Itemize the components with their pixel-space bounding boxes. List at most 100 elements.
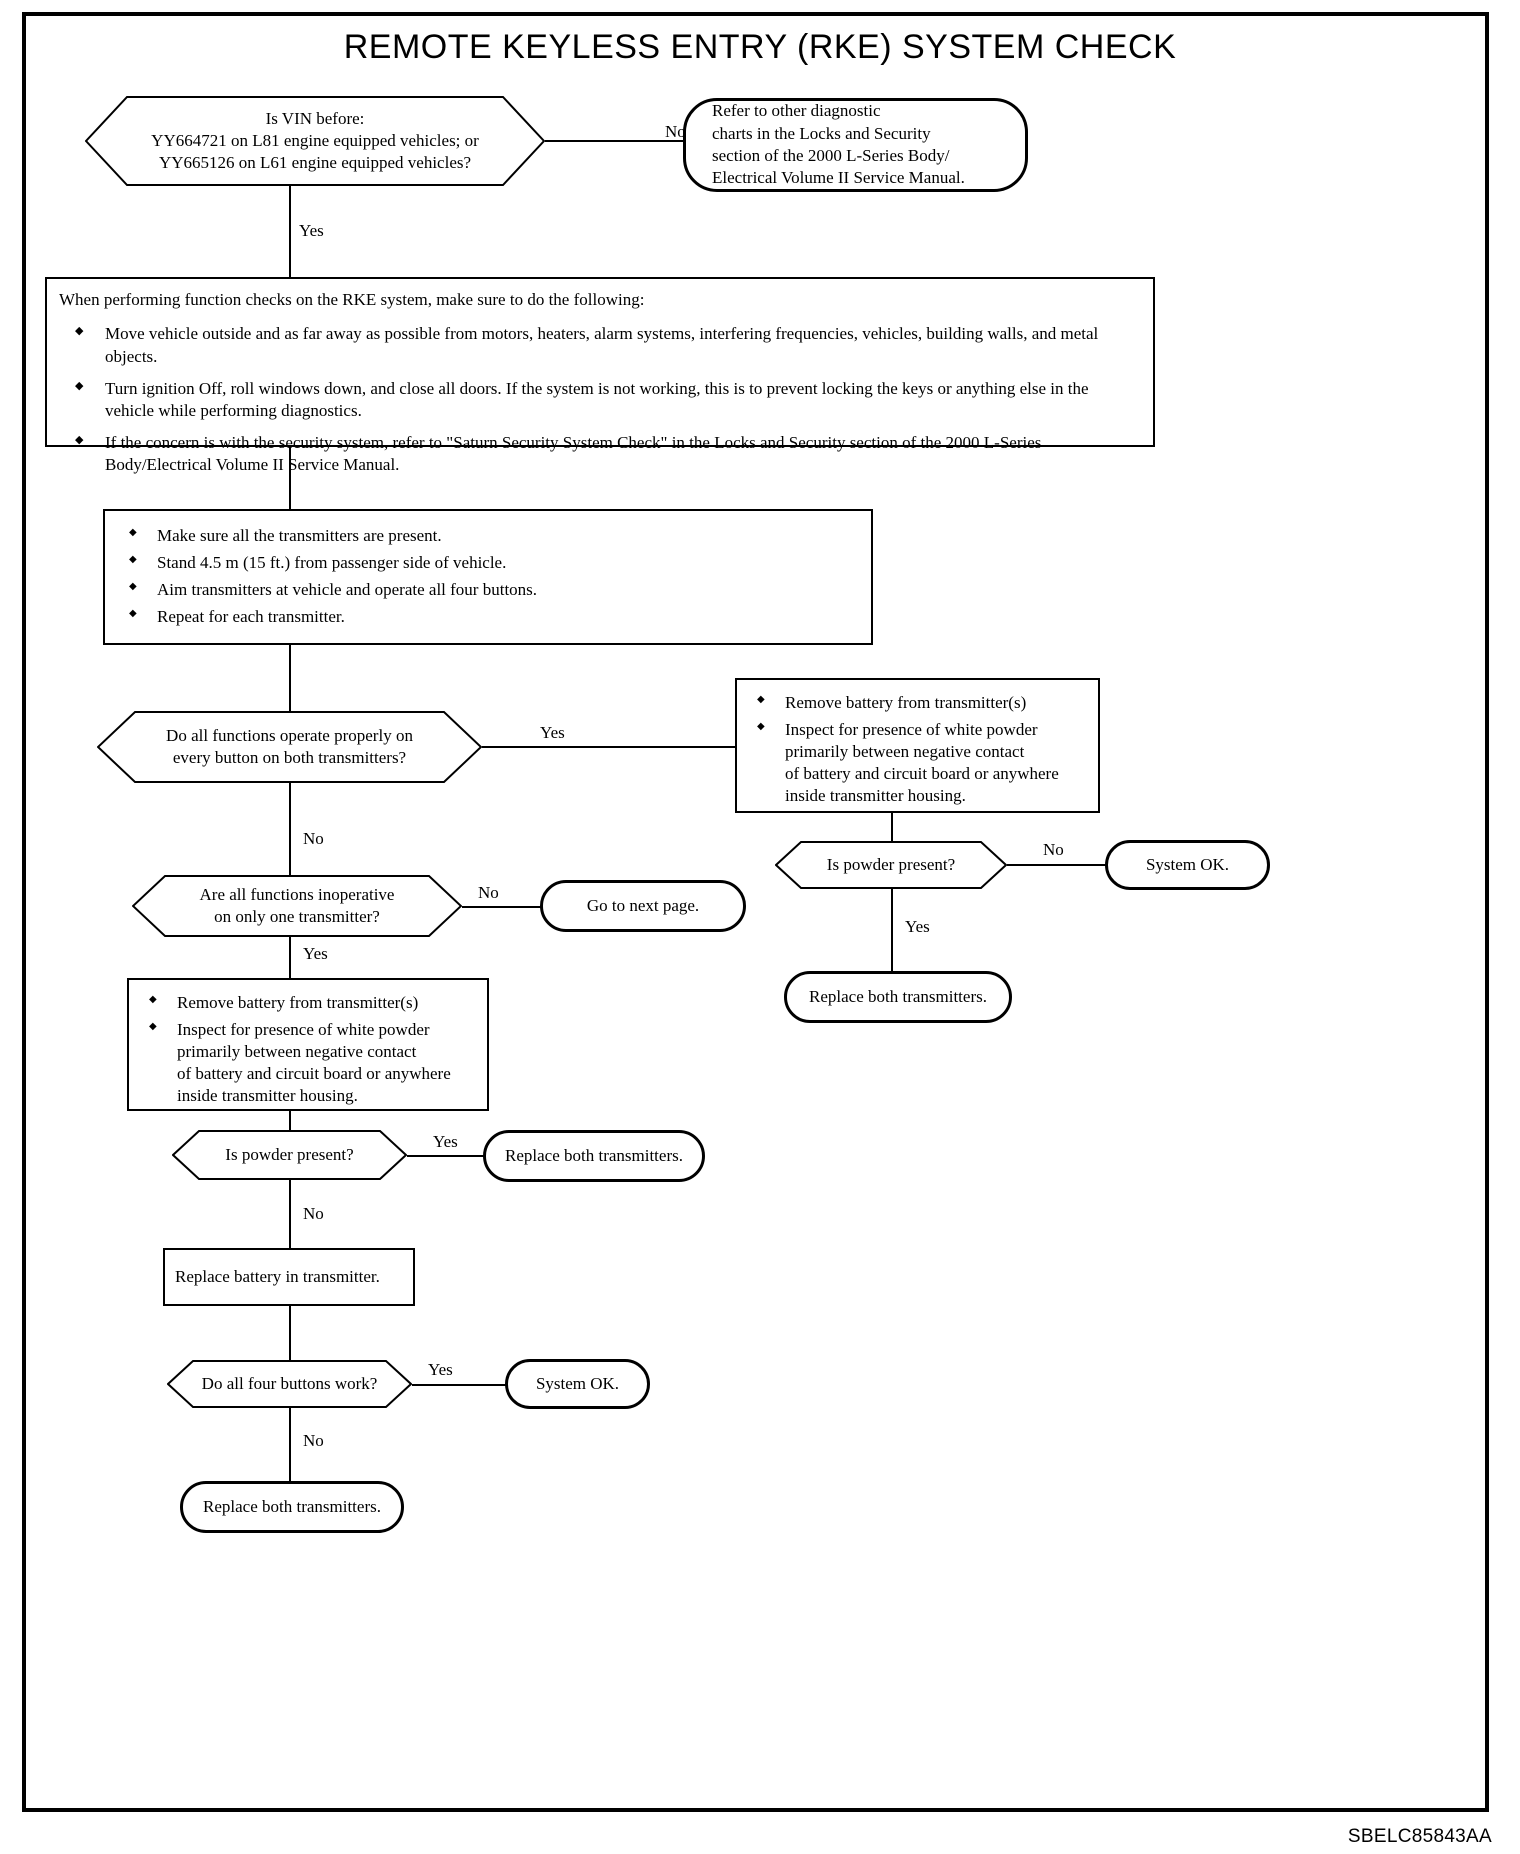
edge-allfunctions-no xyxy=(289,783,291,875)
inspect-right-b2-l3: of battery and circuit board or anywhere xyxy=(785,764,1059,784)
edge-vin-no xyxy=(545,140,685,142)
decision-powder-left-text: Is powder present? xyxy=(225,1145,354,1165)
edge-fourbuttons-no xyxy=(289,1408,291,1481)
go-next-page-text: Go to next page. xyxy=(586,895,700,915)
refer-line1: Refer to other diagnostic xyxy=(712,101,881,121)
edge-label-fourbuttons-yes: Yes xyxy=(425,1361,456,1378)
refer-line4: Electrical Volume II Service Manual. xyxy=(712,168,965,188)
test-procedure-bullet: Stand 4.5 m (15 ft.) from passenger side… xyxy=(117,552,859,574)
decision-all-functions-text: Do all functions operate properly on eve… xyxy=(156,725,423,769)
terminator-refer-text: Refer to other diagnostic charts in the … xyxy=(712,100,965,190)
footer-document-code: SBELC85843AA xyxy=(1347,1826,1492,1847)
edge-label-inoperative-yes: Yes xyxy=(300,945,331,962)
edge-powderleft-yes xyxy=(407,1155,485,1157)
edge-label-fourbuttons-no: No xyxy=(300,1432,327,1449)
page-border xyxy=(22,12,1489,1812)
test-procedure-bullet: Repeat for each transmitter. xyxy=(117,606,859,628)
decision-vin-line3: YY665126 on L61 engine equipped vehicles… xyxy=(158,152,472,172)
decision-four-buttons[interactable]: Do all four buttons work? xyxy=(167,1360,412,1408)
edge-label-powderright-yes: Yes xyxy=(902,918,933,935)
terminator-refer-other-charts[interactable]: Refer to other diagnostic charts in the … xyxy=(683,98,1028,192)
edge-battery-to-fourbuttons xyxy=(289,1306,291,1360)
process-precautions[interactable]: When performing function checks on the R… xyxy=(45,277,1155,474)
inspect-right-bullet: Remove battery from transmitter(s) xyxy=(745,692,1090,714)
precautions-bullet: If the concern is with the security syst… xyxy=(59,432,1141,476)
edge-label-powderleft-no: No xyxy=(300,1205,327,1222)
decision-inoperative[interactable]: Are all functions inoperative on only on… xyxy=(132,875,462,937)
inspect-right-bullet-list: Remove battery from transmitter(s) Inspe… xyxy=(745,692,1090,807)
test-procedure-bullet: Make sure all the transmitters are prese… xyxy=(117,525,859,547)
edge-vin-yes xyxy=(289,186,291,278)
edge-powderright-no xyxy=(1007,864,1107,866)
hexagon-shape xyxy=(172,1130,407,1180)
decision-inoperative-text: Are all functions inoperative on only on… xyxy=(190,884,405,928)
replace-both-right-text: Replace both transmitters. xyxy=(809,986,987,1006)
edge-inoperative-no xyxy=(462,906,542,908)
decision-powder-right[interactable]: Is powder present? xyxy=(775,841,1007,889)
terminator-replace-both-right[interactable]: Replace both transmitters. xyxy=(784,971,1012,1023)
decision-powder-right-text: Is powder present? xyxy=(826,855,956,875)
edge-label-powderright-no: No xyxy=(1040,841,1067,858)
edge-label-allfunctions-no: No xyxy=(300,830,327,847)
inspect-right-bullet: Inspect for presence of white powder pri… xyxy=(745,719,1090,807)
decision-vin[interactable]: Is VIN before: YY664721 on L81 engine eq… xyxy=(85,96,545,186)
refer-line3: section of the 2000 L-Series Body/ xyxy=(712,146,950,165)
edge-powderright-yes xyxy=(891,889,893,971)
decision-all-functions[interactable]: Do all functions operate properly on eve… xyxy=(97,711,482,783)
inspect-right-b2-l1: Inspect for presence of white powder xyxy=(785,720,1038,740)
inspect-left-b2-l2: primarily between negative contact xyxy=(177,1042,417,1062)
terminator-replace-both-mid[interactable]: Replace both transmitters. xyxy=(483,1130,705,1182)
replace-battery-text: Replace battery in transmitter. xyxy=(175,1266,380,1286)
inoperative-line1: Are all functions inoperative xyxy=(199,885,395,905)
system-ok-bottom-text: System OK. xyxy=(535,1373,620,1393)
process-replace-battery[interactable]: Replace battery in transmitter. xyxy=(163,1248,415,1306)
decision-four-buttons-text: Do all four buttons work? xyxy=(201,1374,378,1394)
page-title: REMOTE KEYLESS ENTRY (RKE) SYSTEM CHECK xyxy=(343,28,1177,66)
terminator-system-ok-bottom[interactable]: System OK. xyxy=(505,1359,650,1409)
replace-both-mid-text: Replace both transmitters. xyxy=(505,1145,683,1165)
precautions-bullet-list: Move vehicle outside and as far away as … xyxy=(59,323,1141,476)
terminator-go-next-page[interactable]: Go to next page. xyxy=(540,880,746,932)
inspect-left-b2-l3: of battery and circuit board or anywhere xyxy=(177,1064,451,1084)
decision-vin-line2: YY664721 on L81 engine equipped vehicles… xyxy=(151,131,479,151)
all-functions-line2: every button on both transmitters? xyxy=(172,748,407,767)
hexagon-shape xyxy=(97,711,482,783)
refer-line2: charts in the Locks and Security xyxy=(712,123,931,143)
hexagon-shape xyxy=(167,1360,412,1408)
process-inspect-right[interactable]: Remove battery from transmitter(s) Inspe… xyxy=(735,678,1100,813)
inspect-left-bullet: Remove battery from transmitter(s) xyxy=(137,992,479,1014)
hexagon-shape xyxy=(132,875,462,937)
edge-fourbuttons-yes xyxy=(412,1384,507,1386)
edge-label-inoperative-no: No xyxy=(475,884,502,901)
process-inspect-left[interactable]: Remove battery from transmitter(s) Inspe… xyxy=(127,978,489,1111)
replace-both-bottom-text: Replace both transmitters. xyxy=(203,1496,381,1516)
edge-label-vin-yes: Yes xyxy=(296,222,327,239)
decision-vin-line1: Is VIN before: xyxy=(265,109,365,129)
edge-inspectleft-to-powder xyxy=(289,1111,291,1130)
process-test-procedure[interactable]: Make sure all the transmitters are prese… xyxy=(103,509,873,645)
precautions-heading: When performing function checks on the R… xyxy=(59,290,645,309)
test-procedure-bullet-list: Make sure all the transmitters are prese… xyxy=(117,525,859,628)
precautions-bullet: Turn ignition Off, roll windows down, an… xyxy=(59,378,1141,422)
terminator-replace-both-bottom[interactable]: Replace both transmitters. xyxy=(180,1481,404,1533)
inspect-left-bullet-list: Remove battery from transmitter(s) Inspe… xyxy=(137,992,479,1107)
decision-powder-left[interactable]: Is powder present? xyxy=(172,1130,407,1180)
inspect-right-b2-l2: primarily between negative contact xyxy=(785,742,1025,762)
edge-label-powderleft-yes: Yes xyxy=(430,1133,461,1150)
terminator-system-ok-right[interactable]: System OK. xyxy=(1105,840,1270,890)
hexagon-shape xyxy=(85,96,545,186)
test-procedure-bullet: Aim transmitters at vehicle and operate … xyxy=(117,579,859,601)
edge-inoperative-yes xyxy=(289,937,291,978)
edge-precautions-to-test xyxy=(289,447,291,509)
inoperative-line2: on only one transmitter? xyxy=(214,907,380,926)
edge-test-to-allfunctions xyxy=(289,645,291,711)
hexagon-shape xyxy=(775,841,1007,889)
inspect-left-b2-l4: inside transmitter housing. xyxy=(177,1086,358,1106)
inspect-left-b2-l1: Inspect for presence of white powder xyxy=(177,1020,430,1040)
inspect-left-bullet: Inspect for presence of white powder pri… xyxy=(137,1019,479,1107)
edge-label-vin-no: No xyxy=(662,123,689,140)
decision-vin-text: Is VIN before: YY664721 on L81 engine eq… xyxy=(141,108,489,173)
system-ok-right-text: System OK. xyxy=(1145,854,1230,874)
edge-allfunctions-yes xyxy=(482,746,735,748)
